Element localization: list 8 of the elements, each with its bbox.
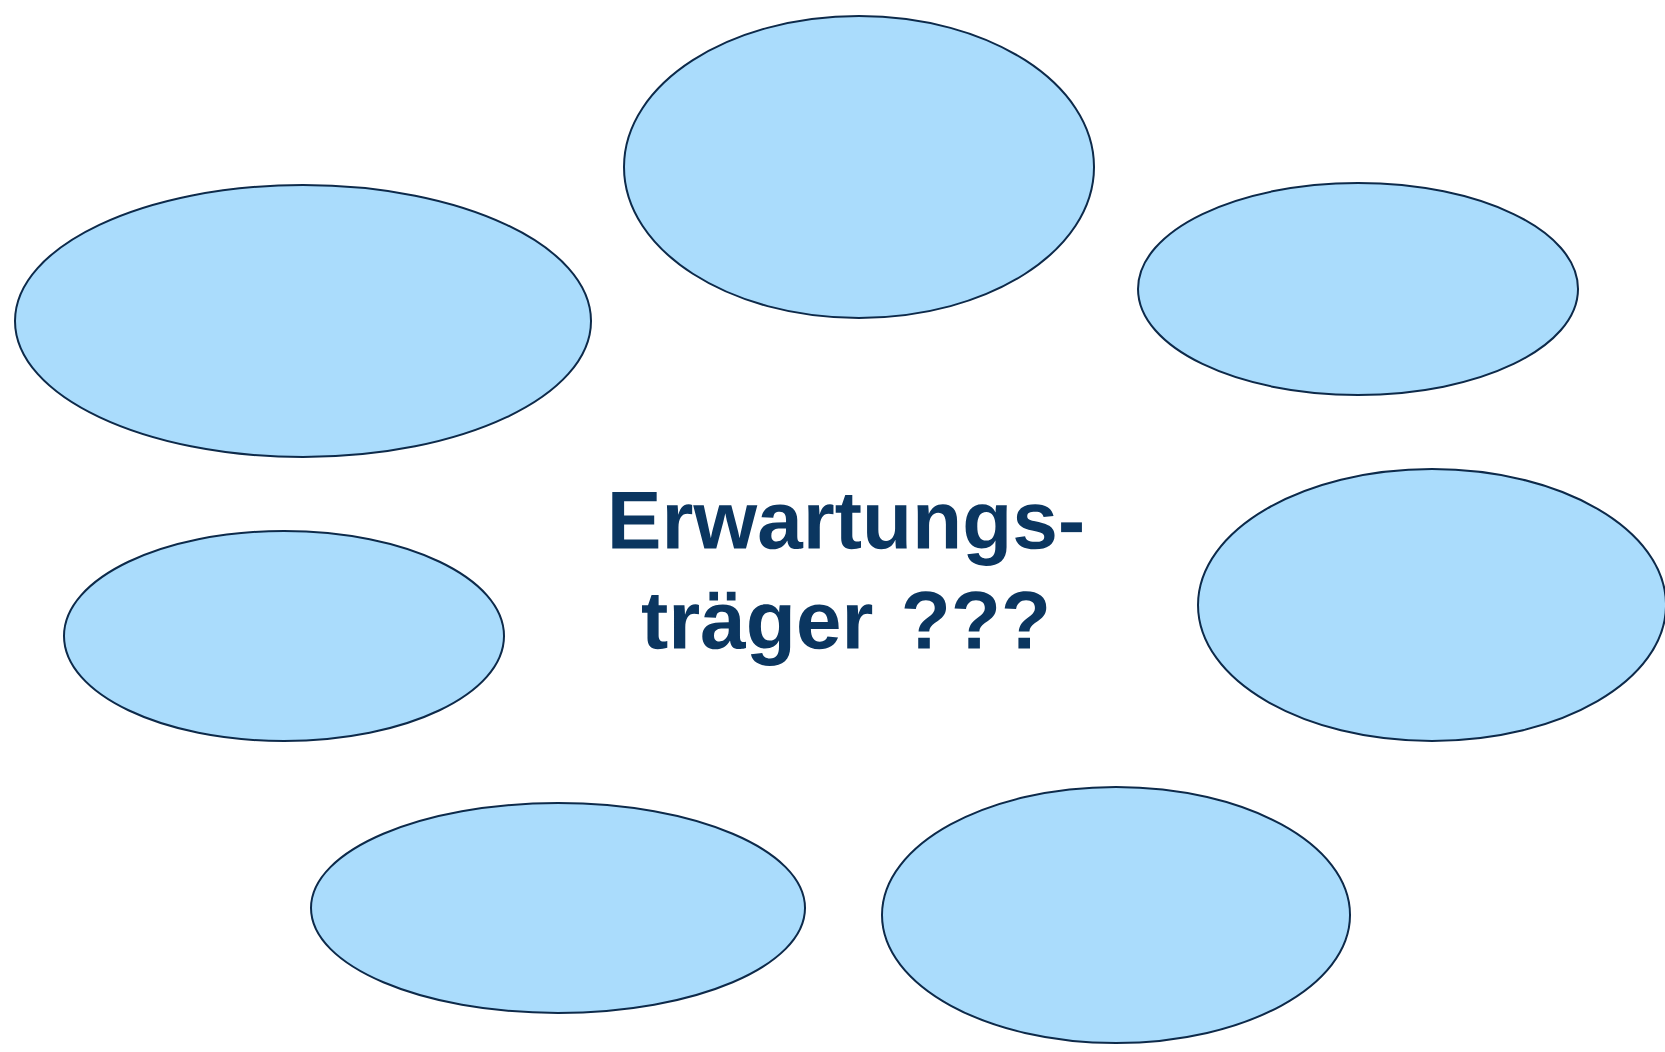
ellipse [1137, 182, 1579, 396]
ellipse [881, 786, 1351, 1044]
ellipse [310, 802, 806, 1014]
ellipse [1197, 468, 1665, 742]
ellipse [14, 184, 592, 458]
ellipse [63, 530, 505, 742]
ellipse [623, 15, 1095, 319]
heading: Erwartungs- träger ??? [612, 492, 1082, 666]
